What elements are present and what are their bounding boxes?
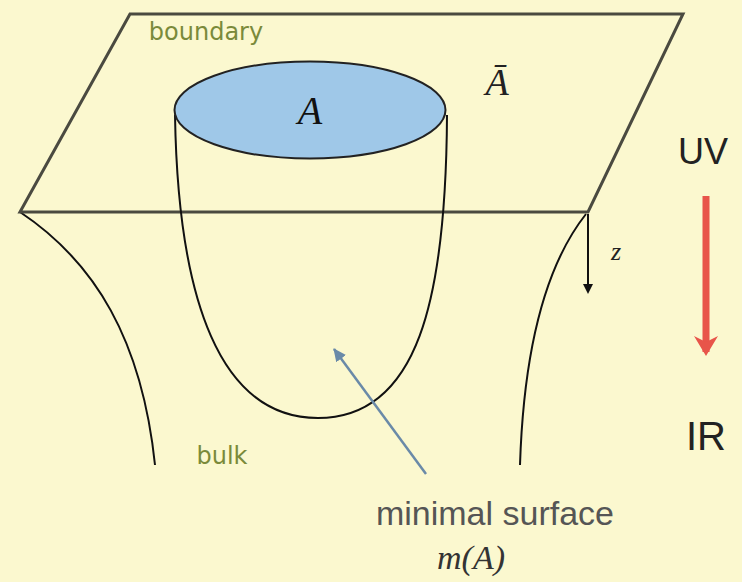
surface-label: minimal surface xyxy=(376,494,614,533)
surface-symbol: m(A) xyxy=(437,539,505,577)
minimal-surface xyxy=(175,115,447,418)
flow-arrow xyxy=(703,196,710,352)
leader-line xyxy=(334,349,426,474)
uv-label: UV xyxy=(678,131,728,173)
z-axis xyxy=(587,214,589,292)
complement-label: Ā xyxy=(485,60,508,104)
region-name: A xyxy=(298,87,322,134)
axis-label: z xyxy=(611,237,621,267)
bulk-edge xyxy=(20,212,155,465)
bulk-edge xyxy=(520,214,586,465)
boundary-plane xyxy=(20,14,683,212)
bulk-label: bulk xyxy=(196,442,247,470)
boundary-label: boundary xyxy=(149,18,263,46)
ir-label: IR xyxy=(686,414,726,459)
region-ellipse: A xyxy=(173,60,447,160)
